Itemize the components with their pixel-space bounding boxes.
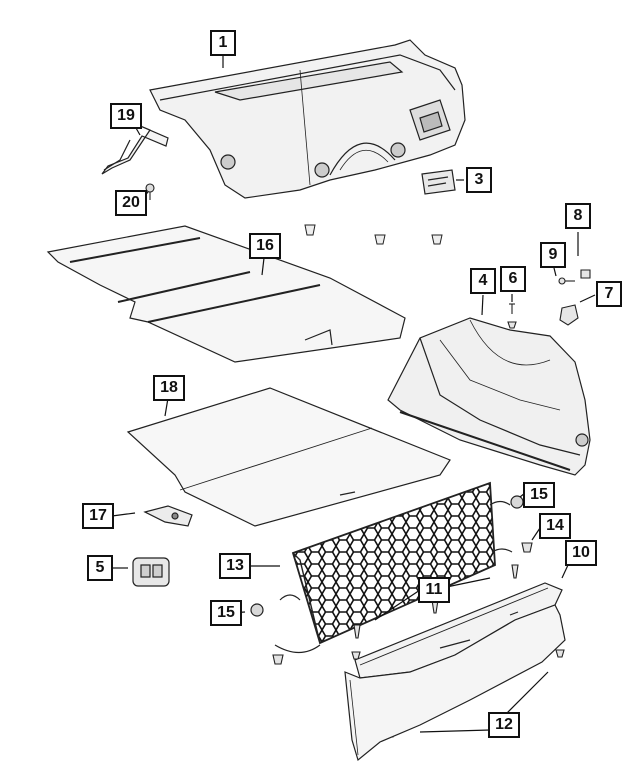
callout-19[interactable]: 19 [110,103,142,129]
leader-lines [111,55,596,733]
load-floor-mat [126,387,451,527]
callout-6[interactable]: 6 [500,266,526,292]
lower-trim-panel [344,604,566,762]
callout-8[interactable]: 8 [565,203,591,229]
callout-15-lower[interactable]: 15 [210,600,242,626]
rear-shelf-trim-panel [149,39,466,199]
callout-17[interactable]: 17 [82,503,114,529]
trim-bezel [421,169,456,195]
callout-4[interactable]: 4 [470,268,496,294]
callout-5[interactable]: 5 [87,555,113,581]
screws-and-nuts [272,542,565,738]
callout-1[interactable]: 1 [210,30,236,56]
callout-20[interactable]: 20 [115,190,147,216]
callout-13[interactable]: 13 [219,553,251,579]
retainer-clips [304,224,443,245]
small-fasteners-right [507,269,591,329]
trunk-carpet [46,225,406,363]
push-pin-clip [145,183,155,200]
callout-11[interactable]: 11 [418,577,450,603]
callout-14[interactable]: 14 [539,513,571,539]
callout-9[interactable]: 9 [540,242,566,268]
callout-3[interactable]: 3 [466,167,492,193]
callout-10[interactable]: 10 [565,540,597,566]
callout-16[interactable]: 16 [249,233,281,259]
cargo-net [274,481,513,654]
callout-7[interactable]: 7 [596,281,622,307]
quarter-trim-panel [387,317,591,476]
callout-15-upper[interactable]: 15 [523,482,555,508]
cargo-hook [143,505,193,527]
callout-18[interactable]: 18 [153,375,185,401]
trim-bracket [101,124,169,175]
net-anchors [250,495,524,617]
trunk-switch [132,557,170,587]
callout-12[interactable]: 12 [488,712,520,738]
